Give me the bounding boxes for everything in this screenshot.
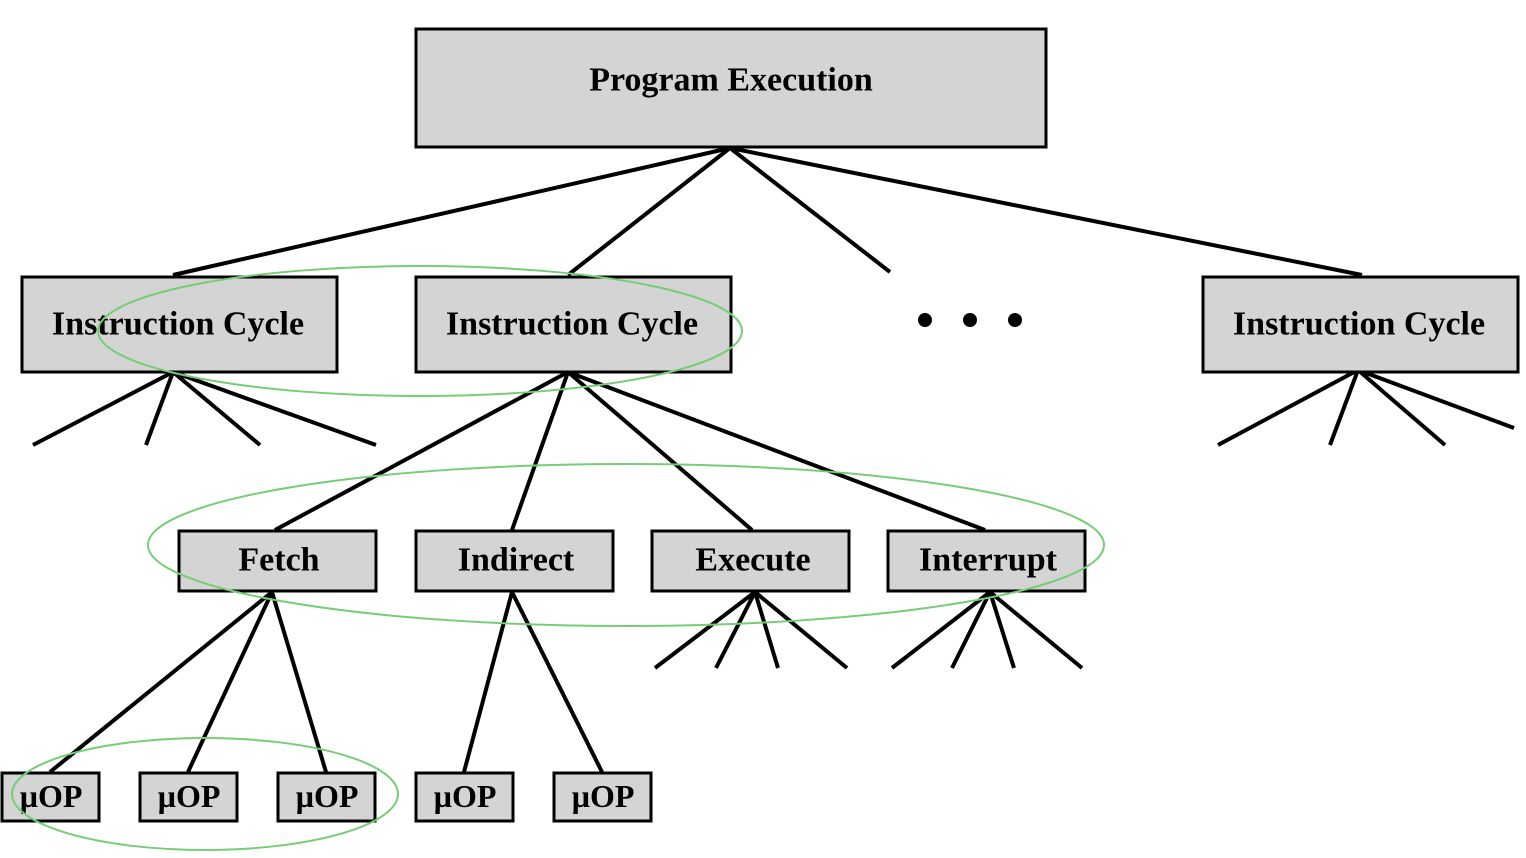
node-label: µOP	[20, 778, 83, 814]
node-interrupt: Interrupt	[886, 529, 1087, 593]
node-uop-5: µOP	[552, 771, 653, 823]
node-label: Instruction Cycle	[1233, 306, 1485, 343]
edge-cycle-fetch	[274, 370, 569, 532]
node-uop-2: µOP	[138, 771, 239, 823]
edge-indirect-uop-4	[462, 591, 514, 773]
edge-fetch-uop-1	[48, 590, 274, 774]
edge-root-cycle-n	[729, 146, 1363, 277]
node-label: Interrupt	[919, 542, 1058, 579]
edges-cycle-1-stubs	[32, 370, 377, 447]
node-instruction-cycle-2: Instruction Cycle	[414, 275, 733, 374]
highlight-ellipse-micro-ops	[11, 737, 399, 851]
highlight-ellipses	[11, 265, 1105, 851]
edge-stub	[1328, 369, 1360, 446]
edge-cycle-indirect	[510, 371, 570, 531]
node-label: µOP	[572, 778, 635, 814]
edges-root	[172, 146, 1363, 277]
edge-stub	[753, 590, 849, 670]
edge-fetch-uop-3	[270, 591, 328, 773]
edges-execute-stubs	[653, 590, 849, 670]
node-label: µOP	[434, 778, 497, 814]
edge-stub	[1217, 368, 1359, 447]
edge-stub	[172, 370, 377, 447]
ellipsis-dot	[963, 313, 977, 327]
node-label: µOP	[296, 778, 359, 814]
edge-cycle-execute	[566, 370, 754, 532]
node-label: Instruction Cycle	[52, 306, 304, 343]
node-execute: Execute	[650, 529, 851, 593]
edge-stub	[890, 590, 992, 670]
edge-root-cycle-2	[566, 146, 732, 277]
ellipsis-dots	[918, 313, 1022, 327]
node-label: Program Execution	[589, 62, 873, 99]
edge-stub	[1357, 368, 1515, 430]
node-instruction-cycle-1: Instruction Cycle	[20, 275, 339, 374]
edge-stub	[988, 591, 1016, 669]
node-label: Execute	[695, 542, 810, 579]
node-fetch: Fetch	[177, 529, 378, 593]
edge-fetch-uop-2	[186, 591, 274, 773]
edge-root-cycle-1	[172, 146, 731, 277]
edges-cycle-2-phases	[274, 370, 986, 532]
edge-stub	[144, 371, 175, 446]
edge-stub	[988, 590, 1084, 670]
node-label: Indirect	[458, 542, 575, 579]
edge-stub	[32, 370, 174, 447]
node-uop-1: µOP	[0, 771, 101, 823]
node-indirect: Indirect	[414, 529, 615, 593]
edge-stub	[171, 370, 262, 447]
node-label: Instruction Cycle	[446, 306, 698, 343]
edge-stub	[1356, 368, 1447, 447]
edge-indirect-uop-5	[510, 591, 604, 773]
edge-stub	[950, 591, 992, 669]
node-instruction-cycle-n: Instruction Cycle	[1201, 275, 1520, 374]
edges-indirect-uops	[462, 591, 604, 773]
node-uop-3: µOP	[276, 771, 377, 823]
highlight-ellipse-instruction-cycles	[97, 265, 743, 397]
edge-stub	[753, 591, 780, 669]
highlight-ellipse-phases	[147, 463, 1105, 627]
node-label: µOP	[158, 778, 221, 814]
node-program-execution: Program Execution	[414, 27, 1048, 149]
edge-stub	[714, 591, 757, 669]
edges-interrupt-stubs	[890, 590, 1084, 670]
edge-cycle-interrupt	[567, 370, 986, 532]
edges-fetch-uops	[48, 590, 328, 774]
ellipsis-dot	[918, 313, 932, 327]
node-label: Fetch	[238, 542, 319, 579]
edge-root-ellipsis	[728, 146, 892, 274]
ellipsis-dot	[1008, 313, 1022, 327]
edge-stub	[653, 590, 757, 670]
node-uop-4: µOP	[414, 771, 515, 823]
edges-cycle-n-stubs	[1217, 368, 1515, 447]
